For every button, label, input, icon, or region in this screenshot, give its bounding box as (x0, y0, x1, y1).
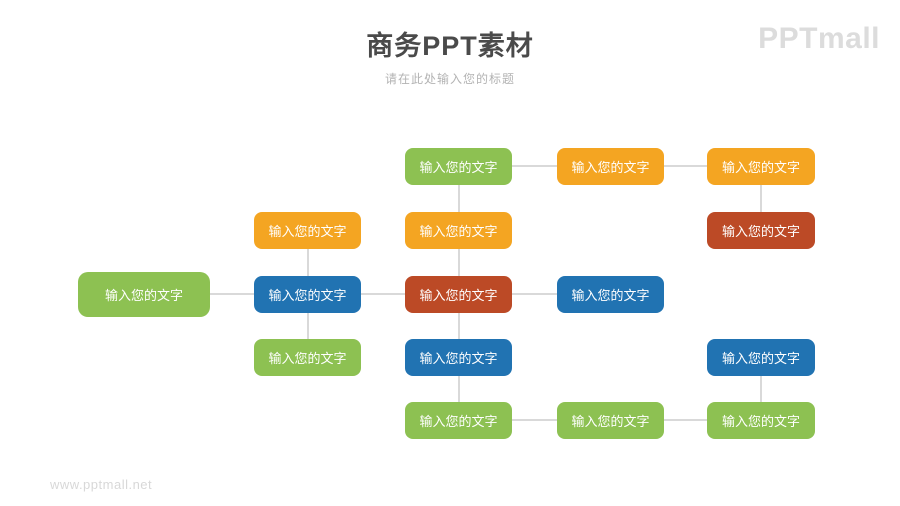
connector-line (760, 375, 762, 402)
connector-line (306, 312, 309, 339)
text-box-r5c4: 输入您的文字 (557, 401, 664, 439)
text-box-label: 输入您的文字 (721, 223, 800, 239)
page-title: 商务PPT素材 (366, 31, 534, 61)
connector-line (457, 375, 460, 402)
text-box-r5c3: 输入您的文字 (405, 401, 512, 439)
connector-line (457, 248, 460, 276)
text-box-r1c5: 输入您的文字 (707, 147, 815, 185)
connector-line (664, 419, 707, 421)
header: 商务PPT素材 请在此处输入您的标题 (0, 24, 900, 87)
connector-line (664, 165, 707, 167)
text-box-label: 输入您的文字 (419, 287, 498, 303)
text-box-r1c3: 输入您的文字 (405, 147, 512, 185)
text-box-label: 输入您的文字 (721, 413, 800, 429)
text-box-r3c4: 输入您的文字 (557, 275, 664, 313)
text-box-label: 输入您的文字 (268, 350, 347, 366)
text-box-r3c3: 输入您的文字 (405, 275, 512, 313)
text-box-label: 输入您的文字 (268, 223, 347, 239)
text-box-r4c5: 输入您的文字 (707, 338, 815, 376)
connector-line (457, 312, 460, 339)
text-box-label: 输入您的文字 (571, 413, 650, 429)
connector-line (210, 293, 254, 295)
text-box-label: 输入您的文字 (104, 287, 183, 303)
text-box-label: 输入您的文字 (419, 350, 498, 366)
connector-line (361, 293, 405, 295)
text-box-label: 输入您的文字 (571, 287, 650, 303)
text-box-r5c5: 输入您的文字 (707, 401, 815, 439)
connector-line (457, 184, 460, 212)
text-box-label: 输入您的文字 (721, 350, 800, 366)
text-box-r2c5: 输入您的文字 (707, 211, 815, 249)
connector-line (760, 184, 762, 212)
text-box-label: 输入您的文字 (571, 159, 650, 175)
connector-line (306, 248, 309, 276)
text-box-r3c2: 输入您的文字 (254, 275, 361, 313)
text-box-label: 输入您的文字 (419, 413, 498, 429)
pptmall-logo: PPTmall (758, 22, 880, 55)
text-box-r2c2: 输入您的文字 (254, 211, 361, 249)
watermark-url: www.pptmall.net (50, 477, 153, 492)
text-box-r1c4: 输入您的文字 (557, 147, 664, 185)
page-subtitle: 请在此处输入您的标题 (384, 72, 515, 86)
text-box-r4c3: 输入您的文字 (405, 338, 512, 376)
text-box-r4c2: 输入您的文字 (254, 338, 361, 376)
text-box-label: 输入您的文字 (419, 159, 498, 175)
text-box-label: 输入您的文字 (268, 287, 347, 303)
connector-line (512, 419, 557, 421)
connector-line (512, 165, 557, 167)
text-box-label: 输入您的文字 (419, 223, 498, 239)
connector-line (512, 293, 557, 295)
text-box-r3c1: 输入您的文字 (78, 271, 210, 317)
text-box-r2c3: 输入您的文字 (405, 211, 512, 249)
text-box-label: 输入您的文字 (721, 159, 800, 175)
